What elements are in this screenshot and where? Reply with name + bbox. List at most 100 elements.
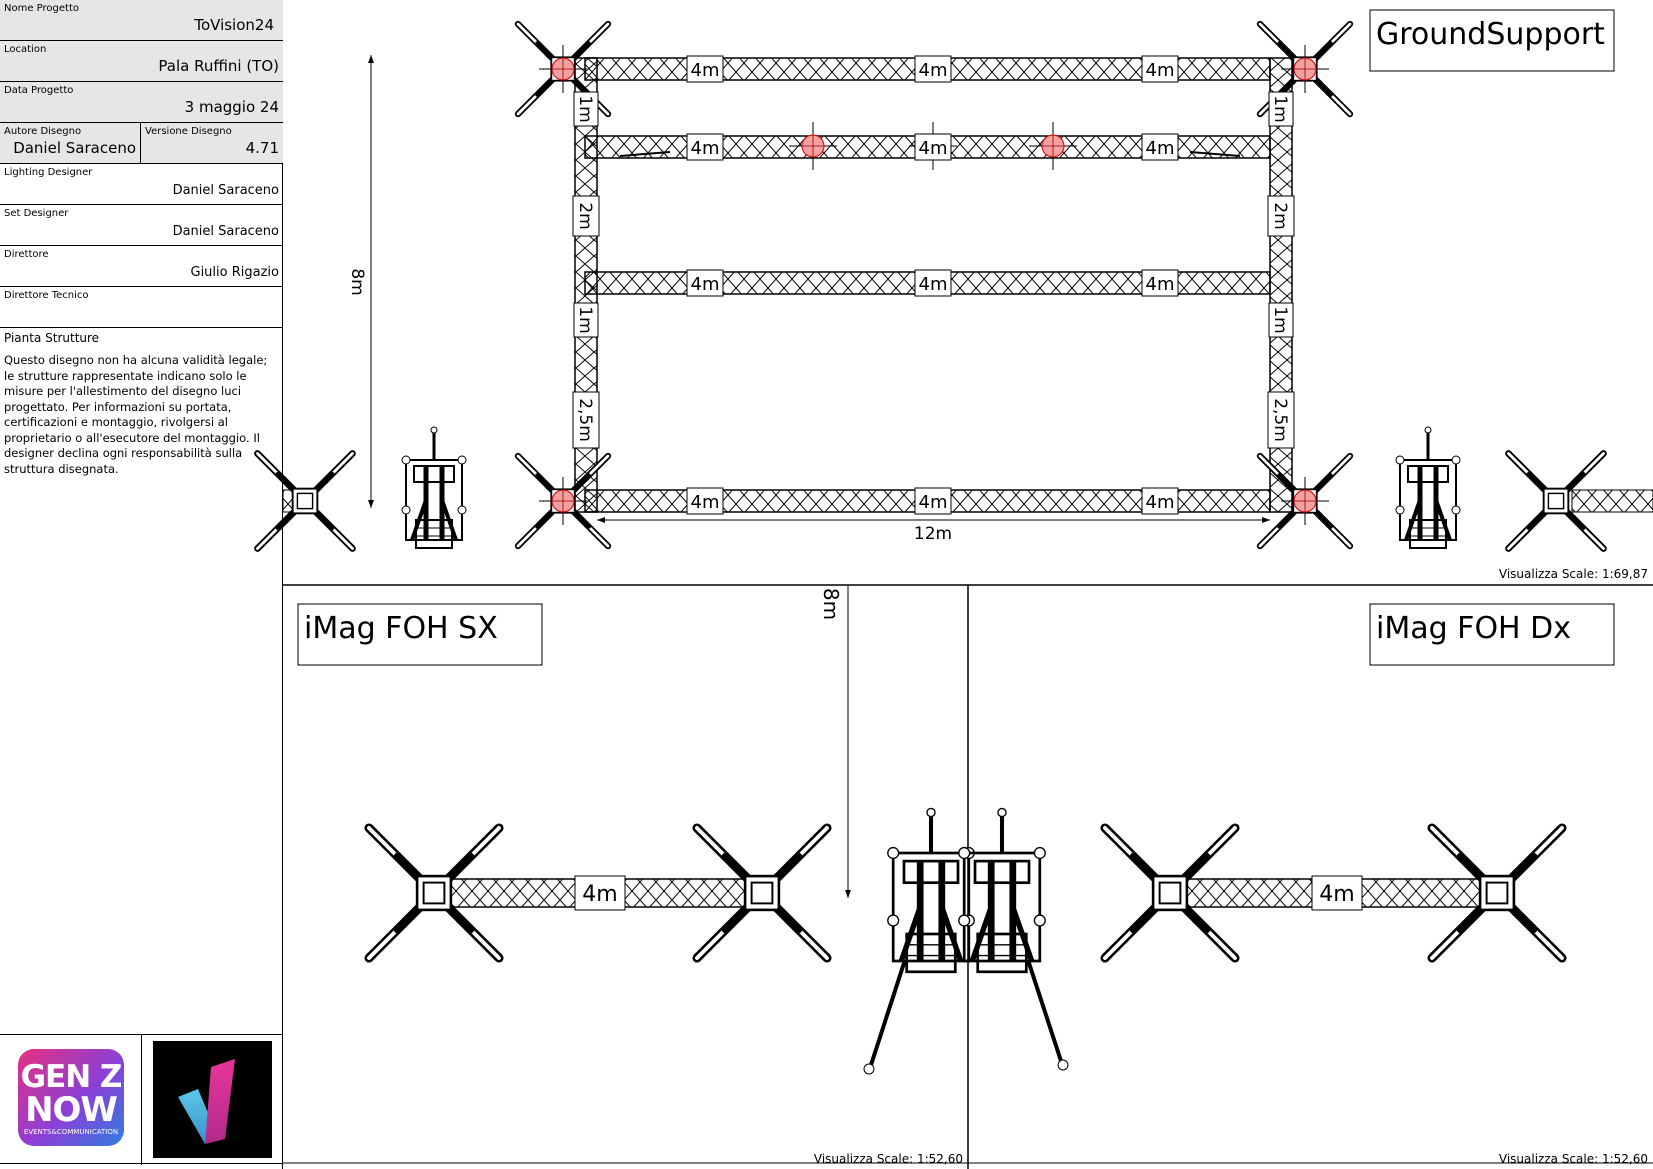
vertical-label: 1m [573, 302, 599, 338]
lift-tower [959, 808, 1069, 1071]
width-dimension: 12m [597, 517, 1270, 544]
field-set-designer: Set Designer Daniel Saraceno [0, 205, 283, 246]
field-value: 4.71 [245, 139, 279, 157]
svg-text:4m: 4m [919, 274, 948, 295]
vertical-label: 2m [572, 195, 600, 237]
logo-divider [141, 1035, 142, 1165]
segment-label: 4m [1311, 875, 1363, 911]
field-author-version: Autore Disegno Daniel Saraceno Versione … [0, 123, 283, 164]
side-outrigger-right [1509, 454, 1653, 549]
field-location: Location Pala Ruffini (TO) [0, 41, 283, 82]
svg-text:4m: 4m [1319, 882, 1354, 907]
field-label: Set Designer [4, 208, 69, 219]
lift-tower-right [1396, 427, 1460, 548]
field-value: Daniel Saraceno [172, 183, 279, 198]
vertical-label: 2,5m [572, 391, 600, 449]
field-project-name: Nome Progetto ToVision24 [0, 0, 283, 41]
field-project-date: Data Progetto 3 maggio 24 [0, 82, 283, 123]
lift-tower-left [402, 427, 466, 548]
field-label: Autore Disegno [4, 126, 82, 137]
svg-text:4m: 4m [919, 492, 948, 513]
vertical-label: 1m [1268, 91, 1294, 127]
height-dimension: 8m [819, 586, 851, 898]
genz-now-logo: GEN Z NOW EVENTS&COMMUNICATION [18, 1049, 124, 1146]
logo-strip: GEN Z NOW EVENTS&COMMUNICATION [0, 1034, 283, 1165]
logo-line: NOW [25, 1090, 118, 1130]
field-value: ToVision24 [194, 16, 274, 34]
svg-text:8m: 8m [819, 588, 843, 620]
segment-label: 4m [686, 133, 724, 161]
side-outrigger-left [258, 454, 353, 549]
field-label: Lighting Designer [4, 167, 93, 178]
svg-text:1m: 1m [575, 95, 595, 122]
svg-text:4m: 4m [691, 492, 720, 513]
svg-text:8m: 8m [347, 268, 367, 295]
segment-label: 4m [1141, 487, 1179, 515]
svg-text:2,5m: 2,5m [1270, 398, 1290, 442]
foh-dx-view: iMag FOH Dx 4m Visualizza Scale: 1:52,60 [959, 603, 1648, 1166]
svg-text:iMag FOH SX: iMag FOH SX [304, 611, 498, 646]
segment-label: 4m [686, 487, 724, 515]
svg-text:GroundSupport: GroundSupport [1376, 17, 1605, 52]
logo-tagline: EVENTS&COMMUNICATION [23, 1128, 119, 1136]
view-title-groundsupport: GroundSupport [1369, 9, 1615, 72]
svg-text:4m: 4m [1146, 60, 1175, 81]
scale-label: Visualizza Scale: 1:52,60 [1499, 1152, 1648, 1166]
notes-body: Questo disegno non ha alcuna validità le… [4, 353, 268, 476]
svg-text:1m: 1m [575, 306, 595, 333]
svg-text:2m: 2m [1270, 202, 1290, 229]
segment-label: 4m [686, 55, 724, 83]
scale-label: Visualizza Scale: 1:52,60 [814, 1152, 963, 1166]
segment-label: 4m [914, 55, 952, 83]
segment-label: 4m [1141, 55, 1179, 83]
logo-line: GEN Z [20, 1059, 123, 1095]
svg-text:4m: 4m [1146, 138, 1175, 159]
groundsupport-view: 4m 4m 4m 4m 4m 4m 4m 4m 4m 4m 4m 4m 1m 2m 1m 2,5m 1… [258, 9, 1653, 581]
svg-text:12m: 12m [914, 524, 952, 544]
hoist-icon [788, 121, 838, 171]
vertical-label: 1m [573, 91, 599, 127]
field-label: Versione Disegno [145, 126, 232, 137]
view-title-foh-dx: iMag FOH Dx [1369, 603, 1615, 666]
height-dimension: 8m [347, 55, 374, 508]
foh-sx-view: iMag FOH SX 4m 8m Visualizza Scale: 1:52… [297, 586, 974, 1166]
tovision-logo [153, 1041, 272, 1158]
field-lighting-designer: Lighting Designer Daniel Saraceno [0, 164, 283, 205]
svg-text:4m: 4m [691, 138, 720, 159]
field-value: 3 maggio 24 [184, 98, 279, 116]
field-label: Nome Progetto [4, 3, 79, 14]
v-logo-icon [178, 1059, 235, 1144]
svg-text:iMag FOH Dx: iMag FOH Dx [1376, 611, 1571, 646]
svg-text:4m: 4m [1146, 492, 1175, 513]
svg-text:4m: 4m [919, 138, 948, 159]
field-value: Giulio Rigazio [190, 265, 280, 280]
field-label: Direttore [4, 249, 49, 260]
field-label: Location [4, 44, 47, 55]
field-value: Pala Ruffini (TO) [158, 57, 279, 75]
svg-text:1m: 1m [1270, 95, 1290, 122]
notes-title: Pianta Strutture [4, 331, 100, 345]
field-director: Direttore Giulio Rigazio [0, 246, 283, 287]
vertical-label: 1m [1268, 302, 1294, 338]
segment-label: 4m [686, 269, 724, 297]
svg-text:4m: 4m [691, 274, 720, 295]
segment-label: 4m [914, 487, 952, 515]
field-author: Autore Disegno Daniel Saraceno [0, 123, 141, 163]
lift-tower [863, 808, 974, 1075]
scale-label: Visualizza Scale: 1:69,87 [1499, 567, 1648, 581]
svg-text:4m: 4m [1146, 274, 1175, 295]
svg-text:4m: 4m [691, 60, 720, 81]
field-value: Daniel Saraceno [172, 224, 279, 239]
segment-label: 4m [914, 269, 952, 297]
field-technical-director: Direttore Tecnico [0, 287, 283, 328]
field-label: Data Progetto [4, 85, 74, 96]
svg-text:2m: 2m [575, 202, 595, 229]
svg-text:2,5m: 2,5m [575, 398, 595, 442]
svg-text:1m: 1m [1270, 306, 1290, 333]
svg-text:4m: 4m [582, 882, 617, 907]
svg-text:4m: 4m [919, 60, 948, 81]
segment-label: 4m [1141, 269, 1179, 297]
view-title-foh-sx: iMag FOH SX [297, 603, 543, 666]
vertical-label: 2,5m [1267, 391, 1295, 449]
